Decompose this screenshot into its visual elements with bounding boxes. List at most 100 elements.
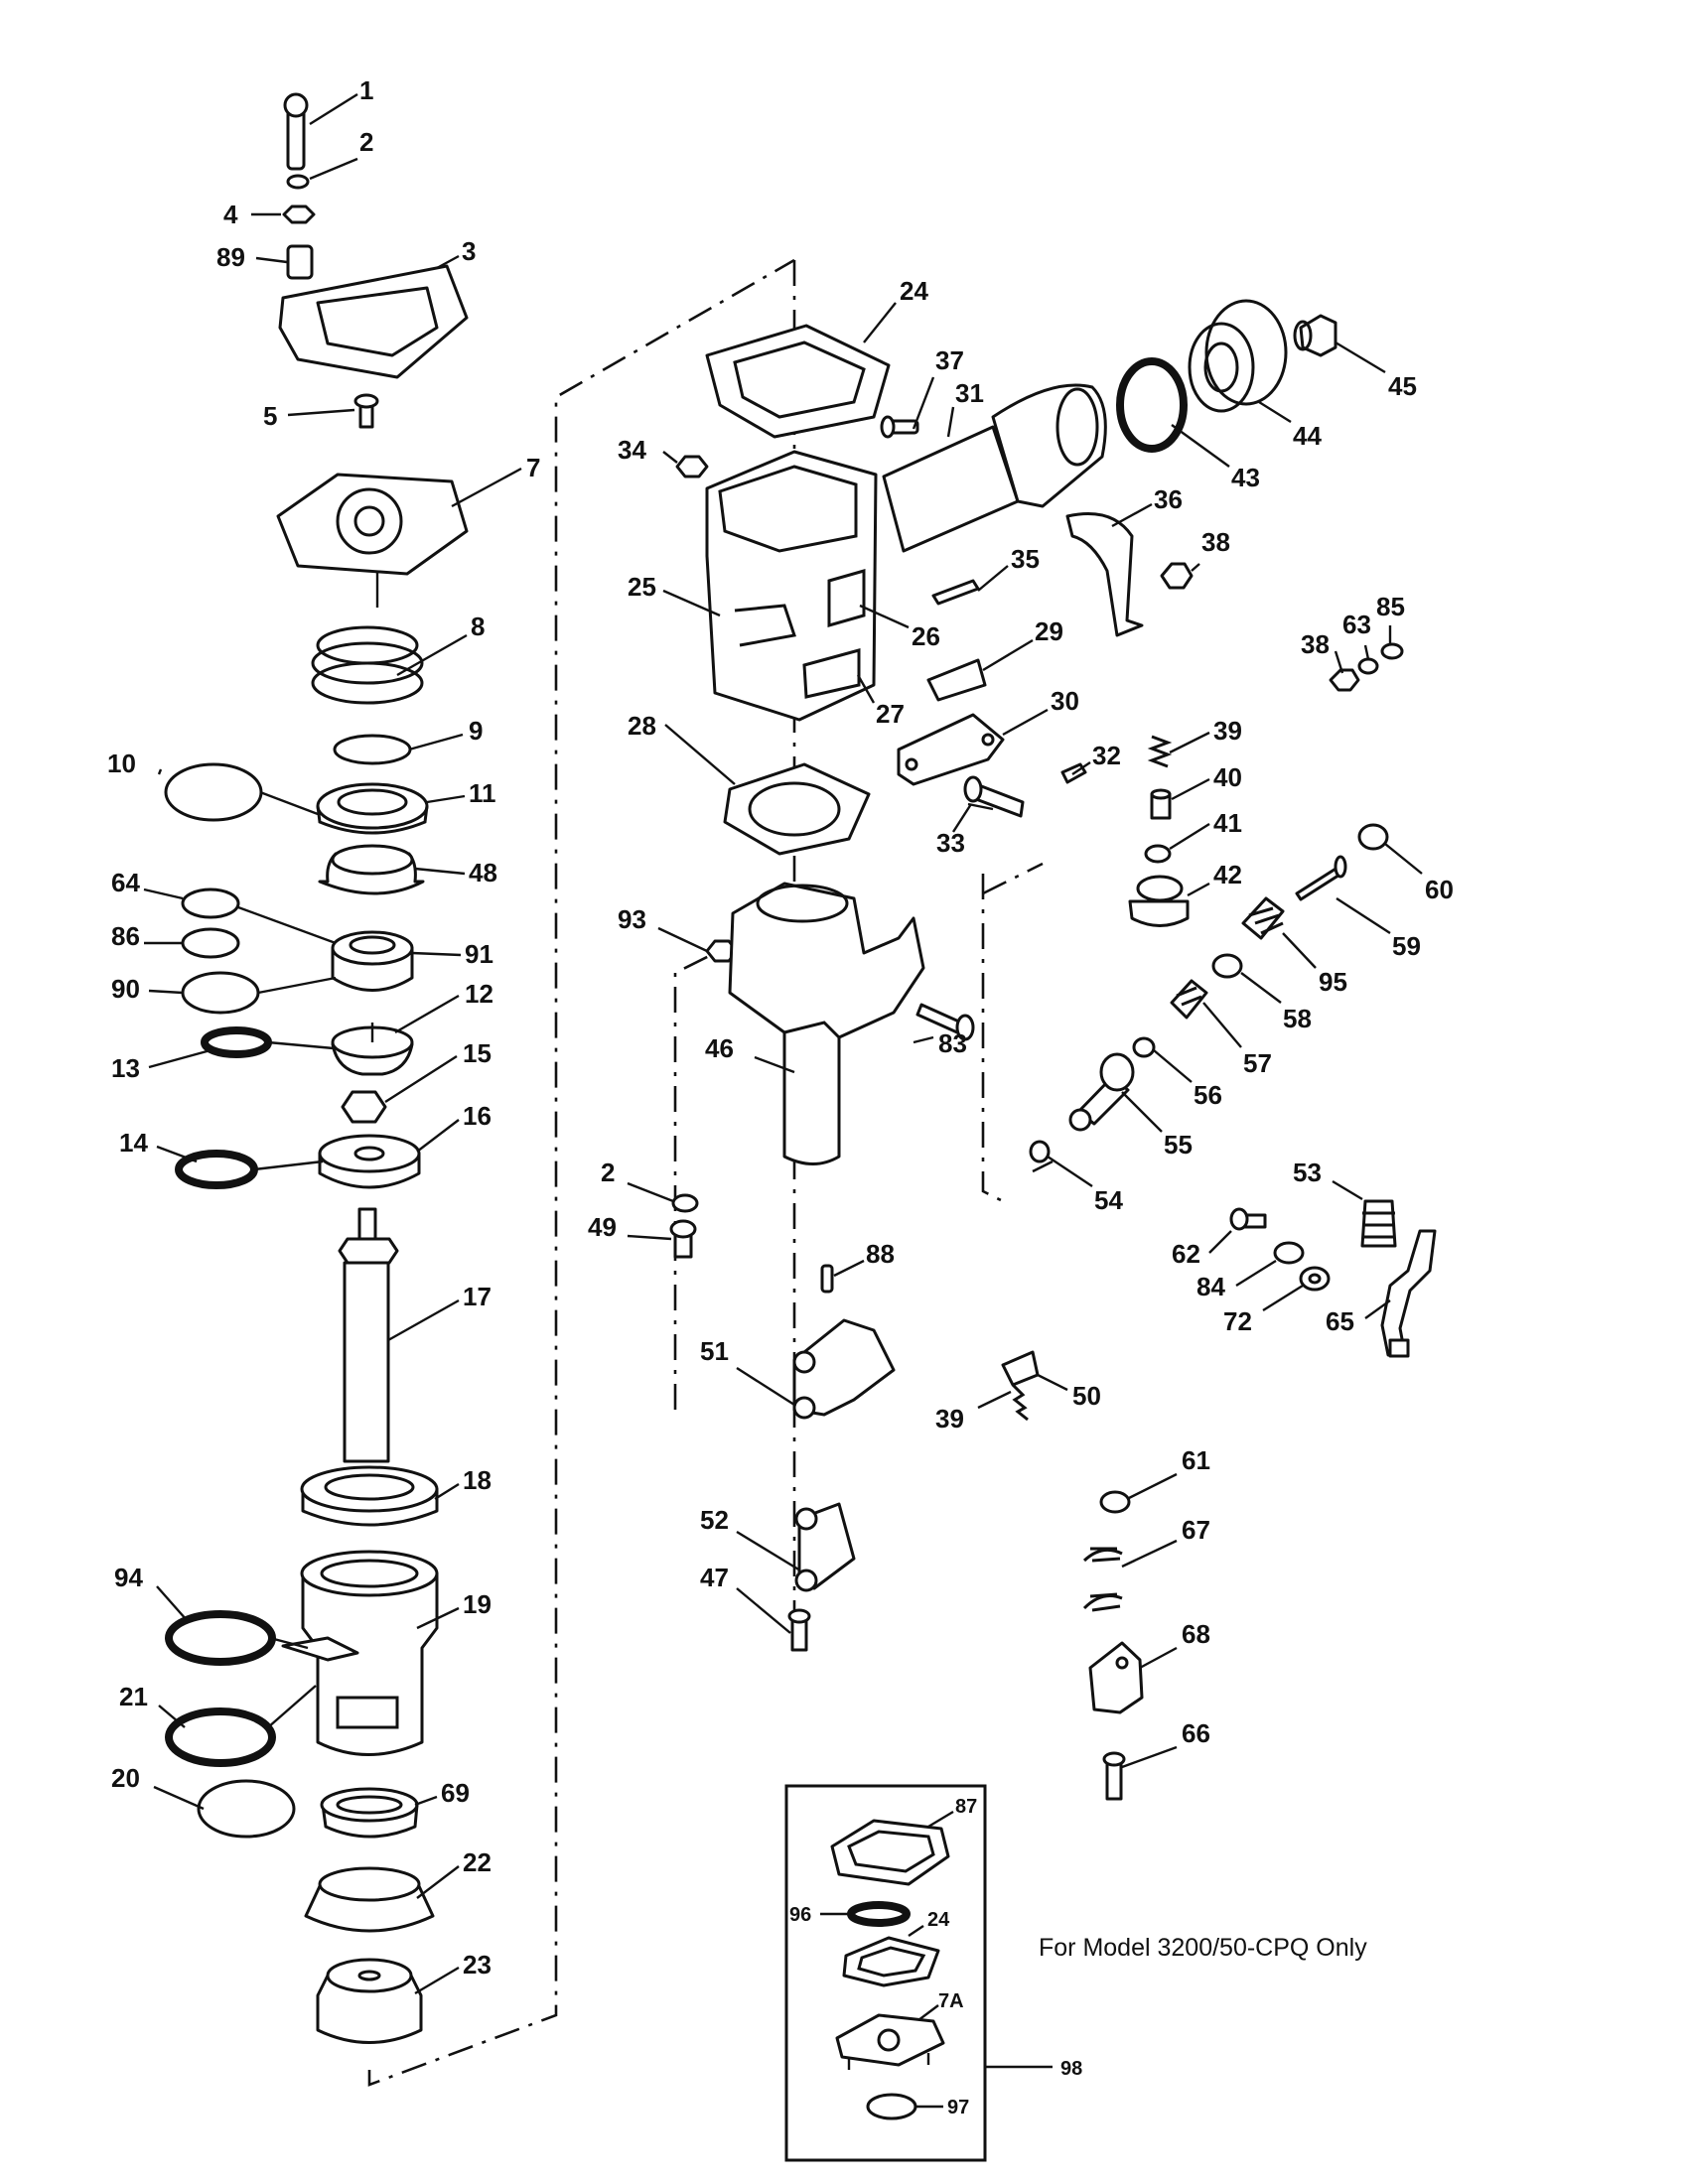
part-59-stem	[1295, 855, 1347, 901]
part-38a-nut	[1160, 562, 1194, 590]
label-55: 55	[1164, 1130, 1193, 1160]
part-63-washer	[1357, 657, 1379, 675]
part-3-cap	[278, 264, 469, 379]
part-50-lever	[1001, 1350, 1040, 1387]
part-83-screw	[915, 1003, 975, 1041]
part-45-plug	[1293, 314, 1337, 357]
label-14: 14	[119, 1128, 148, 1158]
part-14-oring	[175, 1150, 258, 1189]
part-55-valve	[1068, 1052, 1135, 1132]
part-9-ring	[333, 734, 412, 765]
part-68-contact-trip	[1088, 1641, 1144, 1714]
label-41: 41	[1213, 808, 1242, 838]
part-53-spring	[1360, 1199, 1397, 1248]
inset-box	[784, 1784, 987, 2162]
part-12-piston	[331, 1023, 414, 1076]
part-94-oring	[165, 1610, 276, 1666]
part-95-spring	[1241, 896, 1285, 940]
part-37-screw	[880, 415, 919, 439]
part-39a-spring	[1147, 735, 1173, 768]
label-62: 62	[1172, 1239, 1200, 1269]
part-28-gasket	[723, 762, 871, 856]
part-15-nut	[341, 1090, 387, 1124]
part-85-screw	[1380, 642, 1404, 660]
label-1: 1	[359, 75, 373, 105]
part-35-pin	[931, 579, 980, 606]
part-21-oring	[165, 1707, 276, 1767]
part-61-spacer	[1099, 1490, 1131, 1514]
part-44-fitting	[1188, 299, 1288, 413]
part-66-pin	[1102, 1751, 1126, 1801]
label-25: 25	[628, 572, 656, 602]
label-44: 44	[1293, 421, 1322, 451]
label-98: 98	[1060, 2058, 1082, 2080]
label-40: 40	[1213, 762, 1242, 792]
label-29: 29	[1035, 616, 1063, 646]
label-28: 28	[628, 711, 656, 741]
label-18: 18	[463, 1465, 492, 1495]
label-96: 96	[789, 1904, 811, 1926]
label-2b: 2	[601, 1158, 615, 1187]
label-50: 50	[1072, 1381, 1101, 1411]
part-8-spring	[311, 625, 424, 705]
part-18-bumper	[300, 1465, 439, 1527]
part-33-bolt	[963, 775, 1025, 818]
label-36: 36	[1154, 484, 1183, 514]
label-93: 93	[618, 904, 646, 934]
label-8: 8	[471, 612, 485, 641]
part-17-driver	[338, 1207, 399, 1463]
label-72: 72	[1223, 1306, 1252, 1336]
label-12: 12	[465, 979, 493, 1009]
label-10: 10	[107, 749, 136, 778]
left-assembly	[164, 92, 469, 2044]
part-16-piston-head	[318, 1134, 421, 1189]
label-58: 58	[1283, 1004, 1312, 1033]
label-56: 56	[1194, 1080, 1222, 1110]
part-56-oring	[1132, 1036, 1156, 1058]
label-66: 66	[1182, 1718, 1210, 1748]
part-84-bushing	[1273, 1241, 1305, 1265]
label-39b: 39	[935, 1404, 964, 1433]
part-38b-nut	[1329, 668, 1360, 692]
label-3: 3	[462, 236, 476, 266]
part-24-gasket	[705, 324, 891, 439]
part-58-washer	[1211, 953, 1243, 979]
label-38b: 38	[1301, 629, 1330, 659]
label-23: 23	[463, 1950, 492, 1979]
part-24b-gasket	[842, 1936, 940, 1987]
label-27: 27	[876, 699, 905, 729]
label-49: 49	[588, 1212, 617, 1242]
label-4: 4	[223, 200, 238, 229]
part-22-sleeve	[304, 1866, 435, 1933]
label-32: 32	[1092, 741, 1121, 770]
label-65: 65	[1326, 1306, 1354, 1336]
label-13: 13	[111, 1053, 140, 1083]
label-11: 11	[469, 778, 496, 808]
label-9: 9	[469, 716, 483, 746]
label-90: 90	[111, 974, 140, 1004]
label-22: 22	[463, 1847, 492, 1877]
part-7a-plate	[835, 2013, 945, 2070]
part-57-spring	[1170, 979, 1208, 1020]
part-51-linkage	[792, 1318, 896, 1420]
label-48: 48	[469, 858, 497, 887]
part-47-screw	[787, 1608, 811, 1652]
part-54-oring	[1029, 1140, 1051, 1163]
label-21: 21	[119, 1682, 148, 1711]
label-54: 54	[1094, 1185, 1123, 1215]
part-91-valve	[331, 930, 414, 992]
label-60: 60	[1425, 875, 1454, 904]
part-42-valve-seat	[1128, 875, 1190, 927]
label-64: 64	[111, 868, 140, 897]
label-17: 17	[463, 1282, 492, 1311]
label-37: 37	[935, 345, 964, 375]
part-96-oring	[847, 1901, 911, 1927]
label-61: 61	[1182, 1445, 1210, 1475]
label-97: 97	[947, 2097, 969, 2118]
part-7-valve-plate	[276, 473, 469, 608]
inset-kit	[784, 1784, 987, 2162]
part-20-disc	[197, 1779, 296, 1839]
part-49-screw	[669, 1219, 697, 1259]
label-83: 83	[938, 1028, 967, 1058]
